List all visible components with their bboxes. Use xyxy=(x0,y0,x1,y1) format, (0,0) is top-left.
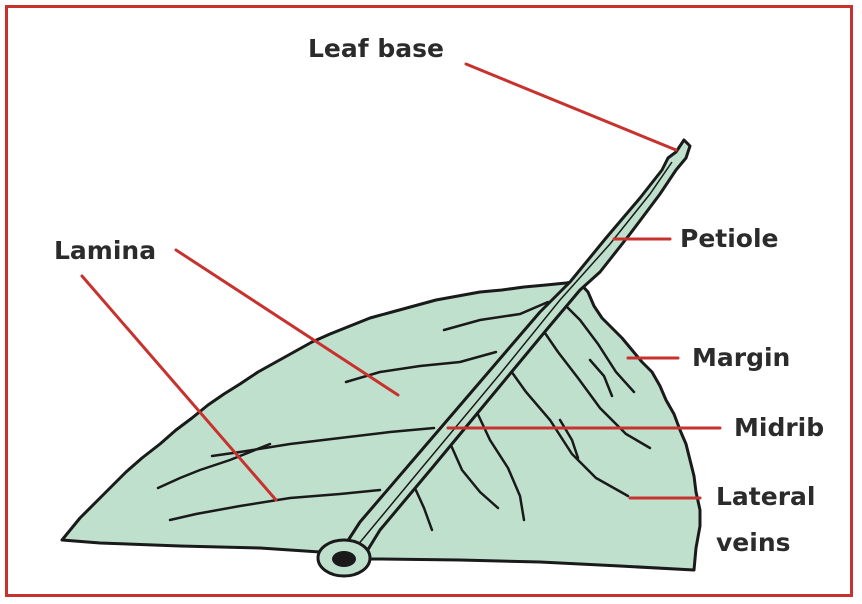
label-petiole: Petiole xyxy=(680,224,779,254)
leaf-node-center xyxy=(332,551,356,567)
label-leaf-base: Leaf base xyxy=(308,34,444,64)
leader-leaf-base xyxy=(466,64,676,150)
label-lateral-veins-line1: Lateral xyxy=(716,482,815,512)
label-lamina: Lamina xyxy=(54,236,156,266)
label-margin: Margin xyxy=(692,343,790,373)
label-lateral-veins-line2: veins xyxy=(716,528,791,558)
label-midrib: Midrib xyxy=(734,413,824,443)
